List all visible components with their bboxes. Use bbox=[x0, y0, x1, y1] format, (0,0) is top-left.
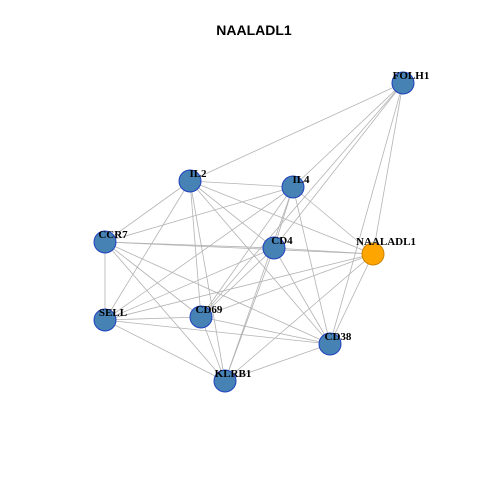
edge-cd4-cd38 bbox=[273, 247, 331, 345]
edge-folh1-il2 bbox=[189, 82, 404, 182]
node-label: CD38 bbox=[325, 331, 352, 343]
node-circle bbox=[262, 236, 286, 260]
edge-naaladl1-sell bbox=[104, 253, 374, 321]
edge-il2-ccr7 bbox=[104, 180, 191, 243]
node-klrb1: KLRB1 bbox=[213, 368, 252, 393]
edge-cd4-klrb1 bbox=[224, 247, 275, 382]
node-label: CD69 bbox=[196, 304, 223, 316]
edge-ccr7-naaladl1 bbox=[104, 241, 374, 255]
edge-folh1-naaladl1 bbox=[372, 82, 404, 255]
node-label: KLRB1 bbox=[215, 368, 252, 380]
edge-il4-cd38 bbox=[292, 186, 331, 345]
edge-folh1-cd4 bbox=[273, 82, 404, 249]
node-il2: IL2 bbox=[178, 168, 207, 193]
node-cd38: CD38 bbox=[318, 331, 352, 356]
node-circle bbox=[189, 305, 213, 329]
edge-cd4-naaladl1 bbox=[273, 247, 374, 255]
edge-il2-sell bbox=[104, 180, 191, 321]
node-sell: SELL bbox=[93, 307, 127, 332]
node-cd4: CD4 bbox=[262, 235, 293, 260]
edge-ccr7-cd69 bbox=[104, 241, 202, 318]
edge-il2-cd4 bbox=[189, 180, 275, 249]
edge-il2-il4 bbox=[189, 180, 294, 188]
node-label: SELL bbox=[99, 307, 127, 319]
node-folh1: FOLH1 bbox=[391, 70, 430, 95]
edge-il4-sell bbox=[104, 186, 294, 321]
edge-ccr7-cd38 bbox=[104, 241, 331, 345]
edge-cd69-cd38 bbox=[200, 316, 331, 345]
edge-ccr7-klrb1 bbox=[104, 241, 226, 382]
node-il4: IL4 bbox=[281, 174, 310, 199]
edge-il4-klrb1 bbox=[224, 186, 294, 382]
diagram-title: NAALADL1 bbox=[216, 22, 292, 38]
node-circle bbox=[178, 169, 202, 193]
edge-cd4-sell bbox=[104, 247, 275, 321]
node-naaladl1: NAALADL1 bbox=[356, 236, 416, 266]
edge-sell-cd38 bbox=[104, 319, 331, 345]
edge-sell-cd69 bbox=[104, 316, 202, 321]
edge-il4-ccr7 bbox=[104, 186, 294, 243]
edge-il2-cd69 bbox=[189, 180, 202, 318]
edge-naaladl1-klrb1 bbox=[224, 253, 374, 382]
node-label: IL4 bbox=[292, 174, 310, 186]
node-circle bbox=[93, 308, 117, 332]
node-label: NAALADL1 bbox=[356, 236, 416, 248]
edges-layer bbox=[104, 82, 404, 382]
edge-il4-naaladl1 bbox=[292, 186, 374, 255]
node-label: IL2 bbox=[189, 168, 207, 180]
node-ccr7: CCR7 bbox=[93, 229, 128, 254]
node-circle bbox=[93, 230, 117, 254]
node-circle bbox=[391, 71, 415, 95]
node-label: CD4 bbox=[271, 235, 293, 247]
edge-folh1-cd69 bbox=[200, 82, 404, 318]
edge-il2-naaladl1 bbox=[189, 180, 374, 255]
edge-cd4-cd69 bbox=[200, 247, 275, 318]
node-cd69: CD69 bbox=[189, 304, 223, 329]
edge-naaladl1-cd38 bbox=[329, 253, 374, 345]
edge-folh1-cd38 bbox=[329, 82, 404, 345]
node-circle bbox=[361, 242, 385, 266]
edge-sell-klrb1 bbox=[104, 319, 226, 382]
edge-cd38-klrb1 bbox=[224, 343, 331, 382]
node-circle bbox=[213, 369, 237, 393]
edge-naaladl1-cd69 bbox=[200, 253, 374, 318]
node-label: CCR7 bbox=[98, 229, 128, 241]
edge-il4-cd69 bbox=[200, 186, 294, 318]
node-circle bbox=[281, 175, 305, 199]
edge-il2-klrb1 bbox=[189, 180, 226, 382]
edge-folh1-il4 bbox=[292, 82, 404, 188]
edge-il2-cd38 bbox=[189, 180, 331, 345]
node-circle bbox=[318, 332, 342, 356]
node-label: FOLH1 bbox=[393, 70, 430, 82]
